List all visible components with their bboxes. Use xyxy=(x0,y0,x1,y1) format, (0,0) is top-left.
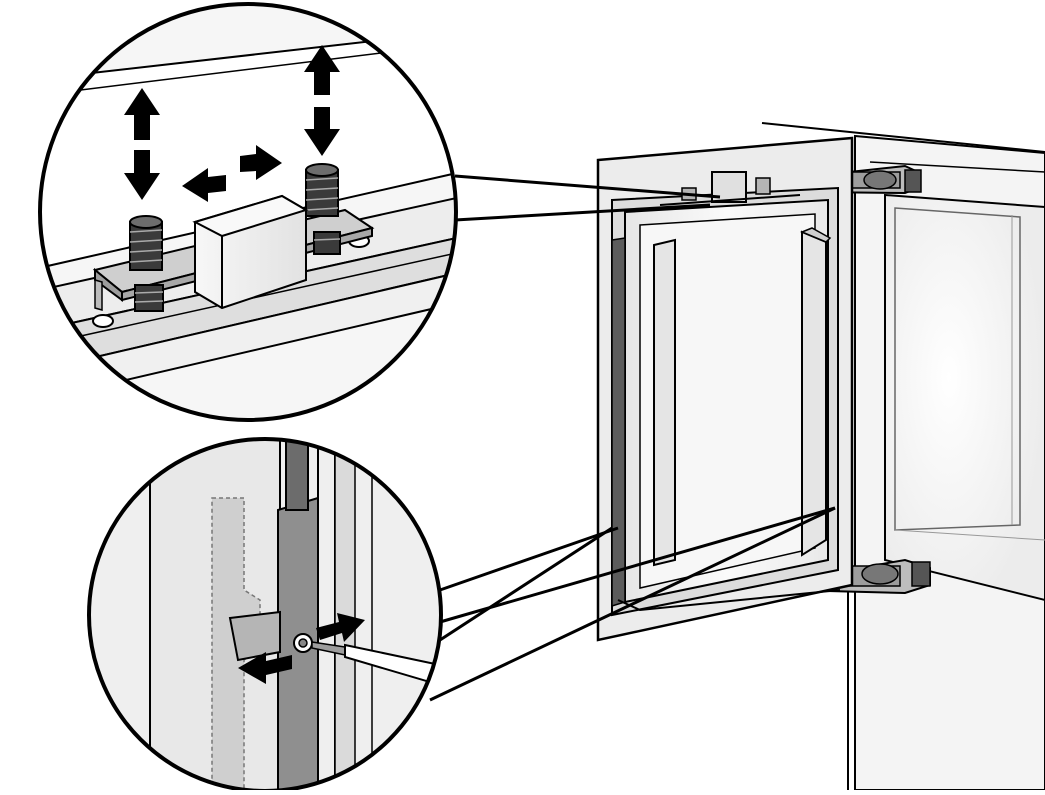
appliance-cabinet xyxy=(761,122,1045,791)
threaded-stud-icon xyxy=(305,163,341,255)
double-arrow-icon xyxy=(238,613,365,684)
leader-lines xyxy=(429,174,836,702)
top-detail-callout xyxy=(38,2,458,422)
threaded-stud-icon xyxy=(129,215,164,312)
cover-block xyxy=(192,194,309,310)
appliance-door xyxy=(596,136,854,642)
bottom-detail-callout xyxy=(87,437,443,793)
double-arrow-icon xyxy=(124,45,340,202)
